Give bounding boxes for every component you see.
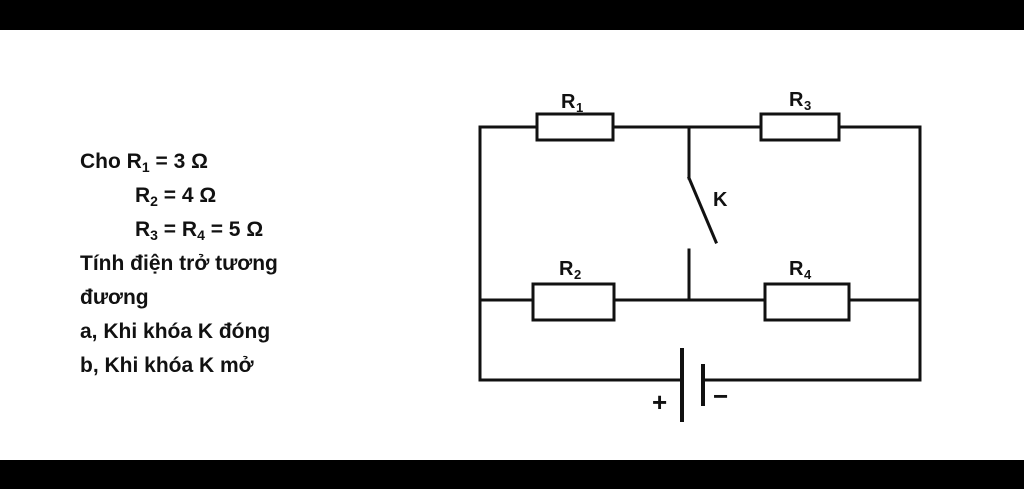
ohm-symbol: Ω [191,150,208,173]
r1-label: R 1 [561,91,583,115]
battery-minus-label: − [713,381,728,411]
r4-subscript: 4 [197,227,205,243]
r3-label: R 3 [789,89,811,113]
r2-value: = 4 [157,184,200,207]
switch-k-blade [687,176,718,244]
r1-label-subscript: 1 [576,100,583,115]
r2-label-subscript: 2 [574,267,581,282]
r1-symbol: R [126,150,142,173]
ohm-symbol: Ω [246,218,264,241]
r3-label-subscript: 3 [804,98,811,113]
r2-subscript: 2 [150,193,158,209]
ohm-symbol: Ω [199,184,217,207]
question-line-2: đương [80,286,149,309]
r3-r4-value: = 5 [204,218,247,241]
switch-k-label: K [713,189,728,211]
resistor-r1 [535,112,615,142]
bottom-black-bar [0,460,1024,489]
part-b: b, Khi khóa K mở [80,354,254,377]
problem-statement: Cho R1 = 3 Ω R2 = 4 Ω R3 = R4 = 5 Ω Tính… [80,145,278,383]
r1-label-symbol: R [561,91,576,113]
r4-label-subscript: 4 [804,267,812,282]
r3-subscript: 3 [150,227,158,243]
r3-symbol: R [135,218,151,241]
r3-label-symbol: R [789,89,804,111]
resistor-r4 [763,282,851,322]
r4-label: R 4 [789,258,812,282]
r4-symbol: R [181,218,198,241]
intro-text: Cho [80,150,121,173]
r2-given: R2 = 4 Ω [80,179,278,213]
resistor-r2 [531,282,616,322]
question-line-1: Tính điện trở tương [80,252,278,275]
top-black-bar [0,0,1024,30]
equals-sign: = [157,218,182,241]
r1-given: Cho R1 = 3 Ω [80,145,278,179]
r2-label: R 2 [559,258,581,282]
resistor-r3 [759,112,841,142]
r3-r4-given: R3 = R4 = 5 Ω [80,213,278,247]
r4-label-symbol: R [789,258,804,280]
r1-subscript: 1 [141,159,150,175]
r2-symbol: R [135,184,151,207]
part-a: a, Khi khóa K đóng [80,320,271,343]
battery-plus-label: + [652,387,667,417]
r1-value: = 3 [149,150,192,173]
r2-label-symbol: R [559,258,574,280]
